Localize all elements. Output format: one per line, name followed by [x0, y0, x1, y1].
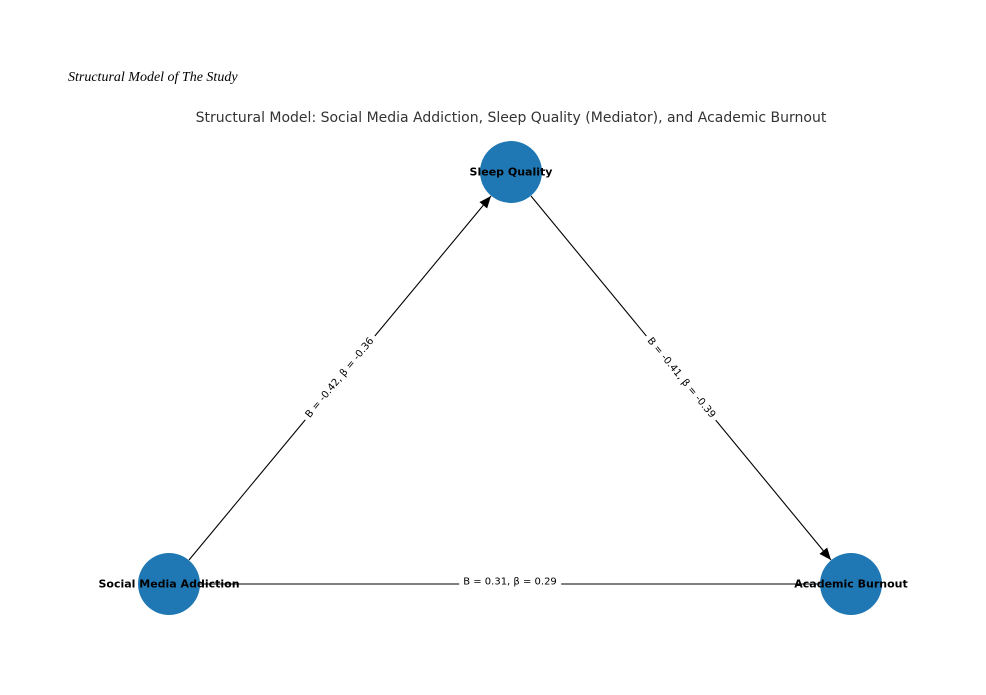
node-sleep-quality [480, 141, 542, 203]
node-social-media-addiction [138, 553, 200, 615]
edge-label-sma-to-ab: B = 0.31, β = 0.29 [459, 574, 561, 590]
node-label-social-media-addiction: Social Media Addiction [98, 577, 240, 591]
node-label-sleep-quality: Sleep Quality [469, 165, 553, 179]
figure-caption: Structural Model of The Study [68, 70, 238, 85]
figure-title: Structural Model: Social Media Addiction… [195, 110, 827, 126]
node-label-academic-burnout: Academic Burnout [794, 577, 908, 591]
node-academic-burnout [820, 553, 882, 615]
